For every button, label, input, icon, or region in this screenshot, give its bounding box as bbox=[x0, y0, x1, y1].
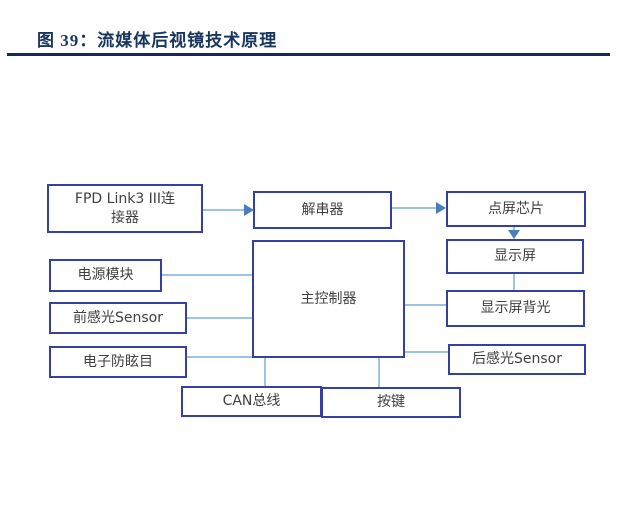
arrowhead-right-icon bbox=[244, 204, 254, 216]
node-keys-label: 按键 bbox=[377, 394, 405, 411]
node-can-bus: CAN总线 bbox=[181, 386, 322, 417]
node-can-bus-label: CAN总线 bbox=[222, 393, 281, 410]
node-display-backlight: 显示屏背光 bbox=[446, 290, 585, 327]
node-fpd-link3-connector-label: FPD Link3 III连 接器 bbox=[74, 190, 176, 226]
connector-main-controller-to-rear-sensor bbox=[405, 351, 448, 353]
node-display-screen-label: 显示屏 bbox=[494, 248, 536, 265]
node-display-screen: 显示屏 bbox=[446, 239, 584, 274]
node-keys: 按键 bbox=[321, 387, 461, 418]
node-electronic-anti-glare: 电子防眩目 bbox=[49, 346, 187, 378]
figure-title: 图 39：流媒体后视镜技术原理 bbox=[37, 31, 278, 50]
node-electronic-anti-glare-label: 电子防眩目 bbox=[83, 353, 153, 370]
connector-deserializer-to-screen-driver bbox=[392, 207, 438, 209]
node-main-controller: 主控制器 bbox=[252, 240, 405, 358]
node-power-module-label: 电源模块 bbox=[77, 267, 134, 284]
node-deserializer: 解串器 bbox=[253, 191, 392, 229]
connector-fpd-to-deserializer bbox=[203, 209, 246, 211]
node-front-light-sensor: 前感光Sensor bbox=[49, 302, 187, 334]
node-screen-driver-chip-label: 点屏芯片 bbox=[488, 200, 544, 217]
arrowhead-down-icon bbox=[508, 230, 520, 239]
connector-front-sensor-to-main-controller bbox=[187, 317, 252, 319]
connector-anti-glare-to-main-controller bbox=[187, 356, 252, 358]
node-display-backlight-label: 显示屏背光 bbox=[480, 300, 551, 317]
connector-display-to-backlight bbox=[513, 274, 515, 290]
node-fpd-link3-connector: FPD Link3 III连 接器 bbox=[47, 184, 203, 233]
node-rear-light-sensor-label: 后感光Sensor bbox=[472, 351, 562, 368]
node-rear-light-sensor: 后感光Sensor bbox=[448, 344, 586, 375]
connector-main-controller-to-backlight bbox=[405, 304, 446, 306]
connector-main-controller-to-can-bus bbox=[264, 358, 266, 386]
node-main-controller-label: 主控制器 bbox=[300, 290, 357, 307]
connector-main-controller-to-keys bbox=[378, 358, 380, 387]
figure-title-underline bbox=[7, 53, 610, 56]
arrowhead-right-icon bbox=[436, 202, 446, 214]
connector-power-to-main-controller bbox=[162, 274, 252, 276]
connector-screen-driver-to-display bbox=[513, 227, 515, 232]
node-screen-driver-chip: 点屏芯片 bbox=[446, 191, 586, 227]
node-power-module: 电源模块 bbox=[49, 259, 162, 292]
node-front-light-sensor-label: 前感光Sensor bbox=[73, 309, 163, 326]
node-deserializer-label: 解串器 bbox=[301, 201, 344, 218]
